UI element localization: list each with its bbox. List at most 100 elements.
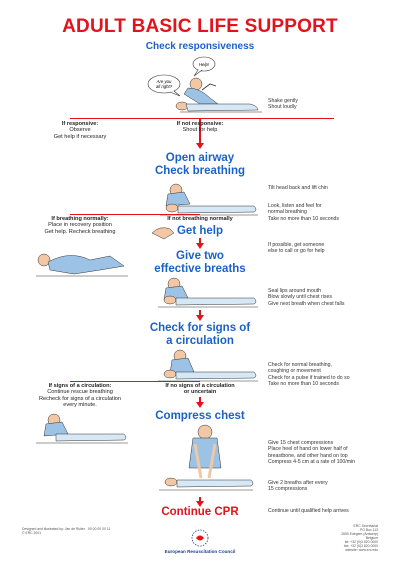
arrow-head [196,402,204,408]
arrow-head [196,501,204,507]
condition-line: Observe [69,127,91,134]
condition-line: every minute. [63,401,97,408]
note-line: Tilt head back and lift chin [268,185,328,191]
step-line: Check breathing [154,165,246,177]
footer-line: tel: +32 (0)3 820 0000 [344,540,378,544]
note-look-listen: Look, listen and feel for normal breathi… [268,203,339,222]
note-line: Place heel of hand on lower half of [268,446,348,453]
arrow-head [196,315,204,321]
condition-heading: If not responsive: [176,121,224,127]
flow-arrow [199,497,201,502]
step-line: a circulation [166,335,234,347]
footer-line: Belgium [365,536,378,540]
illustration-chest-compression [159,424,254,491]
arrow-head [196,143,204,149]
note-check-normal: Check for normal breathing, coughing or … [268,362,350,387]
note-line: Give 2 breaths after every [268,480,328,486]
condition-no-circulation: If no signs of a circulation or uncertai… [150,383,250,396]
note-line: Shake gently [268,98,298,104]
condition-line: Continue rescue breathing [47,389,113,396]
note-line: Blow slowly until chest rises [268,294,333,301]
note-line: Give 15 chest compressions [268,440,334,446]
note-line: Shout loudly [268,104,297,111]
flow-line [70,381,200,382]
note-seal-lips: Seal lips around mouth Blow slowly until… [268,288,344,307]
note-continue: Continue until qualified help arrives [268,508,349,514]
speech-are-you-2: all right? [156,84,173,89]
note-line: else to call or go for help [268,248,325,255]
condition-heading: or uncertain [183,389,217,396]
step-check-responsiveness: Check responsiveness [145,41,255,52]
illustration-open-airway [160,183,258,216]
condition-line: Recheck for signs of a circulation [38,395,122,402]
note-line: 15 compressions [268,486,308,493]
step-open-airway: Open airway Check breathing [120,152,280,178]
condition-heading: If no signs of a circulation [165,383,235,389]
illustration-check-responsiveness: Help! Are you all right? [147,56,262,113]
erc-logo-icon [191,529,209,547]
note-two-breaths: Give 2 breaths after every 15 compressio… [268,480,328,493]
footer-line: Designed and illustrated by: Jan de Ruit… [22,527,111,531]
footer-line: © ERC 2001 [22,531,42,535]
footer-line: ERC Secretariat [353,524,379,528]
step-line: Give two [176,250,224,262]
footer-right: ERC Secretariat PO Box 113 2650 Edegem (… [340,524,378,552]
footer-left: Designed and illustrated by: Jan de Ruit… [22,527,110,535]
footer-line: website: www.erc.edu [345,548,378,552]
illustration-check-circulation [158,349,258,382]
condition-heading: If breathing normally: [51,216,109,222]
illustration-recovery-position [36,253,128,277]
illustration-phone-hand [151,227,175,240]
note-line: Compress 4-5 cm at a rate of 100/min [268,458,356,465]
condition-line: Shout for help [182,127,218,134]
footer-line: 2650 Edegem (Antwerp) [341,532,378,536]
flow-line [70,214,200,215]
note-get-someone: If possible, get someone else to call or… [268,242,325,255]
condition-circulation: If signs of a circulation: Continue resc… [30,383,130,408]
note-line: Look, listen and feel for [268,203,322,209]
note-line: breastbone, and other hand on top [268,452,348,459]
note-line: Continue until qualified help arrives [268,508,349,514]
illustration-rescue-breathing [36,413,128,444]
note-line: Check for normal breathing, [268,362,333,368]
condition-heading: If not breathing normally [167,216,233,222]
condition-not-breathing: If not breathing normally [150,216,250,222]
flow-arrow [199,118,201,138]
condition-line: Get help. Recheck breathing [44,228,116,235]
condition-heading: If responsive: [61,121,99,127]
arrow-head [196,243,204,249]
note-line: Take no more than 10 seconds [268,215,339,222]
illustration-rescue-breaths [158,277,258,308]
condition-breathing: If breathing normally: Place in recovery… [30,216,130,235]
step-line: effective breaths [154,263,246,275]
flow-arrow [199,397,201,403]
flow-arrow [199,310,201,316]
footer-line: fax: +32 (0)3 820 0000 [343,544,378,548]
step-continue-cpr: Continue CPR [161,506,239,518]
step-line: Open airway [165,152,235,164]
flow-arrow [199,238,201,244]
speech-help: Help! [199,62,210,67]
step-give-breaths: Give two effective breaths [120,250,280,276]
note-line: coughing or movement [268,368,321,375]
note-tilt: Tilt head back and lift chin [268,185,328,191]
note-line: Take no more than 10 seconds [268,380,339,387]
note-line: If possible, get someone [268,242,325,248]
page-title: ADULT BASIC LIFE SUPPORT [62,16,338,37]
condition-line: Get help if necessary [53,133,107,140]
condition-not-responsive: If not responsive: Shout for help [160,121,240,134]
condition-heading: If signs of a circulation: [48,383,112,389]
note-line: Check for a pulse if trained to do so [268,374,350,381]
note-compressions: Give 15 chest compressions Place heel of… [268,440,355,465]
condition-responsive: If responsive: Observe Get help if neces… [35,121,125,140]
step-check-circulation: Check for signs of a circulation [120,322,280,348]
note-line: Give next breath when chest falls [268,300,345,307]
footer-line: PO Box 113 [359,528,378,532]
condition-line: Place in recovery position [48,222,112,229]
note-line: Seal lips around mouth [268,288,322,294]
note-line: normal breathing [268,209,307,216]
note-shake: Shake gently Shout loudly [268,98,298,111]
speech-are-you-1: Are you [156,79,172,84]
step-get-help: Get help [176,225,223,237]
step-compress-chest: Compress chest [155,410,245,422]
